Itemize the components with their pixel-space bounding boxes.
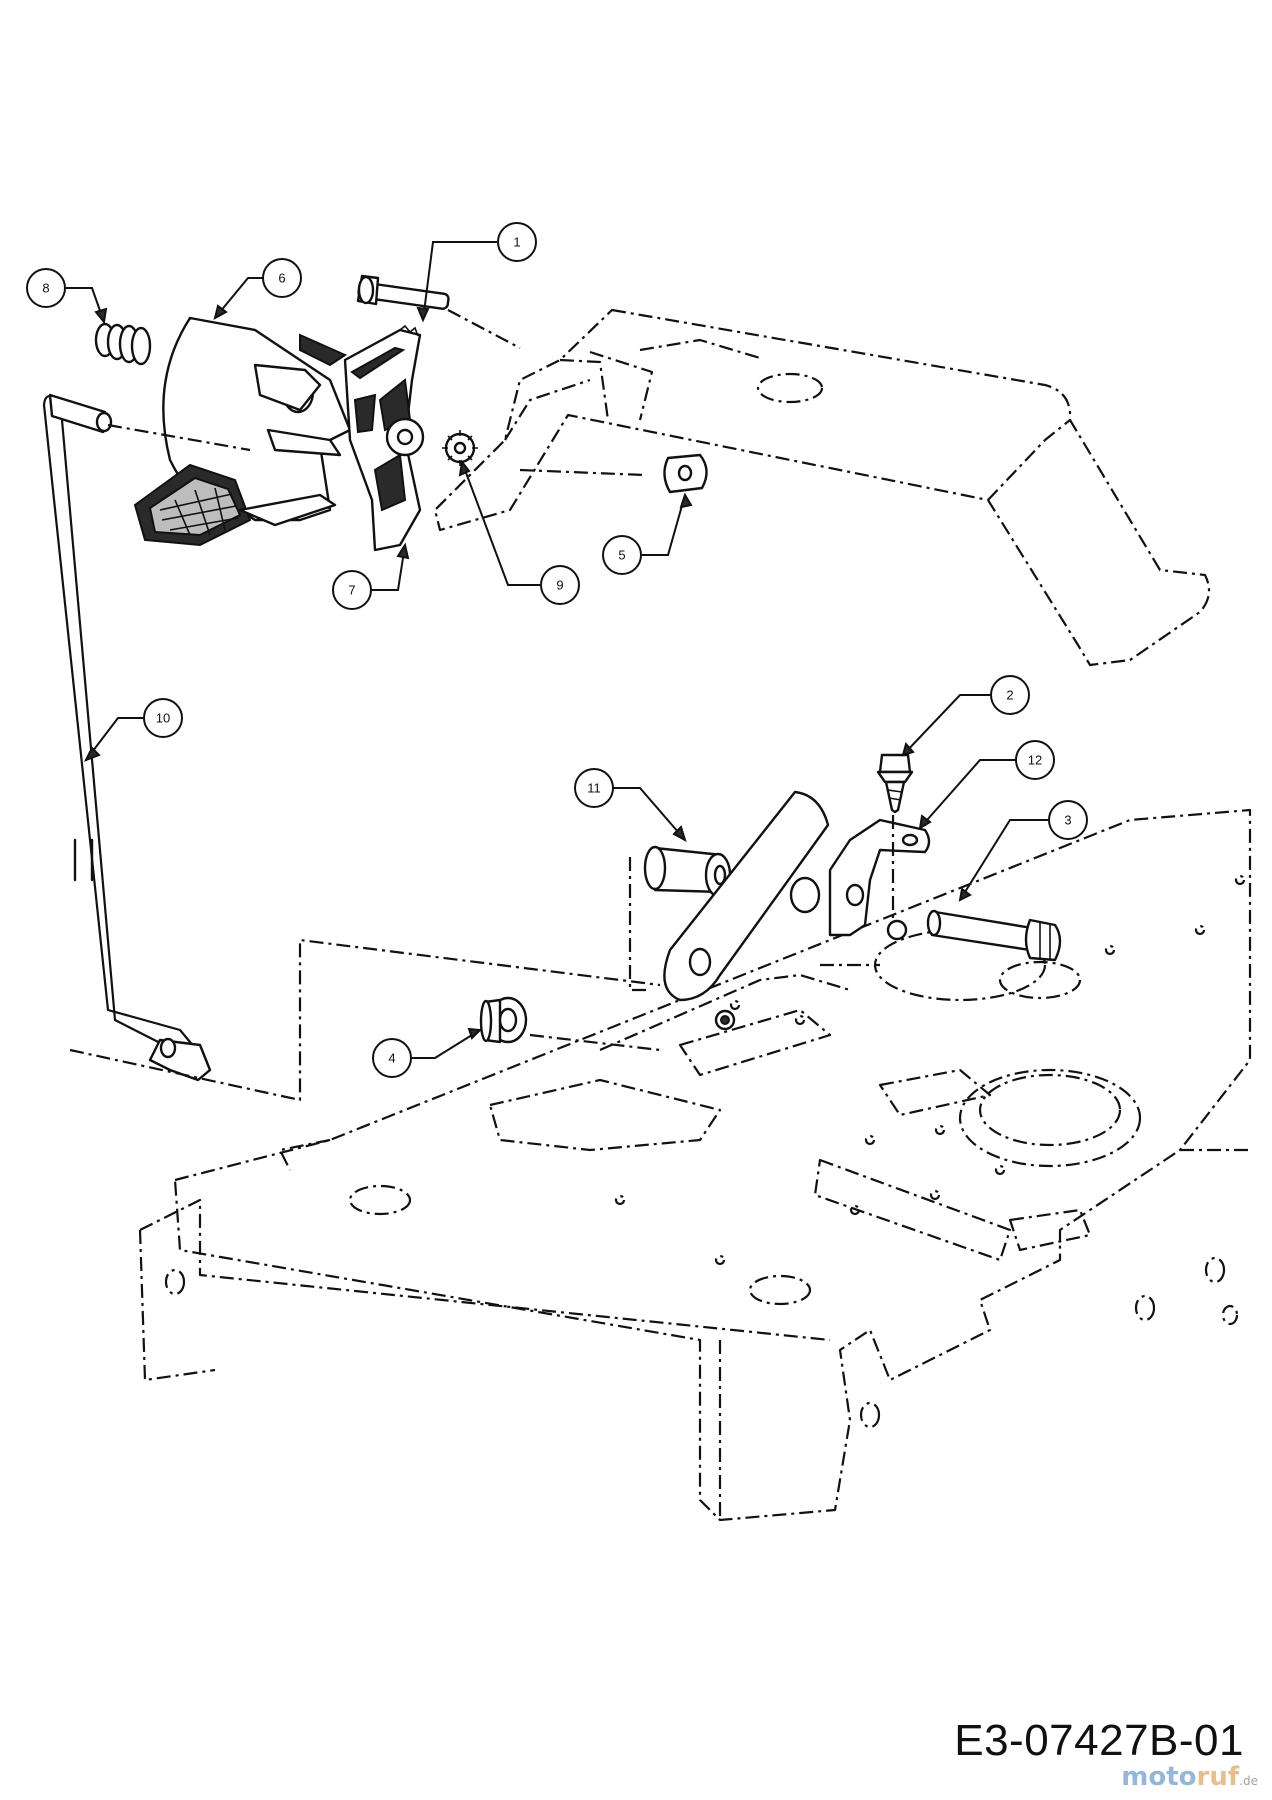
- callout-label: 11: [587, 781, 601, 796]
- part-9-star-washer: [442, 430, 478, 466]
- callout-1: 1: [497, 222, 537, 262]
- callout-label: 3: [1064, 813, 1071, 828]
- callout-9: 9: [540, 565, 580, 605]
- callout-label: 9: [556, 578, 563, 593]
- part-1-bolt: [356, 274, 450, 310]
- chassis-frame: [138, 808, 1252, 1522]
- part-12-bracket: [828, 818, 931, 937]
- callout-label: 10: [156, 711, 170, 726]
- callout-4: 4: [372, 1038, 412, 1078]
- part-3-pin: [926, 909, 1062, 962]
- leader-lines: [62, 241, 1048, 1059]
- callout-label: 4: [388, 1051, 395, 1066]
- part-8-spring: [94, 322, 152, 366]
- callout-label: 1: [513, 235, 520, 250]
- callout-12: 12: [1015, 740, 1055, 780]
- callout-label: 5: [618, 548, 625, 563]
- frame-nuts: [714, 919, 908, 1031]
- callout-11: 11: [574, 768, 614, 808]
- callout-3: 3: [1048, 800, 1088, 840]
- callout-2: 2: [990, 675, 1030, 715]
- callout-6: 6: [262, 258, 302, 298]
- drawing-code: E3-07427B-01: [954, 1716, 1244, 1765]
- callout-label: 2: [1006, 688, 1013, 703]
- arm-link: [663, 790, 830, 1002]
- part-4-flange-bushing: [479, 996, 528, 1044]
- part-7-sector-gear: [343, 324, 425, 552]
- callout-label: 12: [1028, 753, 1042, 768]
- callout-8: 8: [26, 268, 66, 308]
- part-5-bushing: [663, 453, 708, 494]
- watermark-logo: motoruf.de: [1121, 1762, 1258, 1792]
- callout-label: 6: [278, 271, 285, 286]
- callout-label: 8: [42, 281, 49, 296]
- callout-5: 5: [602, 535, 642, 575]
- callout-label: 7: [348, 583, 355, 598]
- part-6-pedal-housing: [133, 316, 352, 547]
- part-10-rod: [42, 393, 212, 1082]
- callout-10: 10: [143, 698, 183, 738]
- alignment-lines: [69, 309, 895, 1102]
- part-2-screw: [876, 753, 914, 814]
- callout-7: 7: [332, 570, 372, 610]
- seat-bracket: [433, 308, 1211, 667]
